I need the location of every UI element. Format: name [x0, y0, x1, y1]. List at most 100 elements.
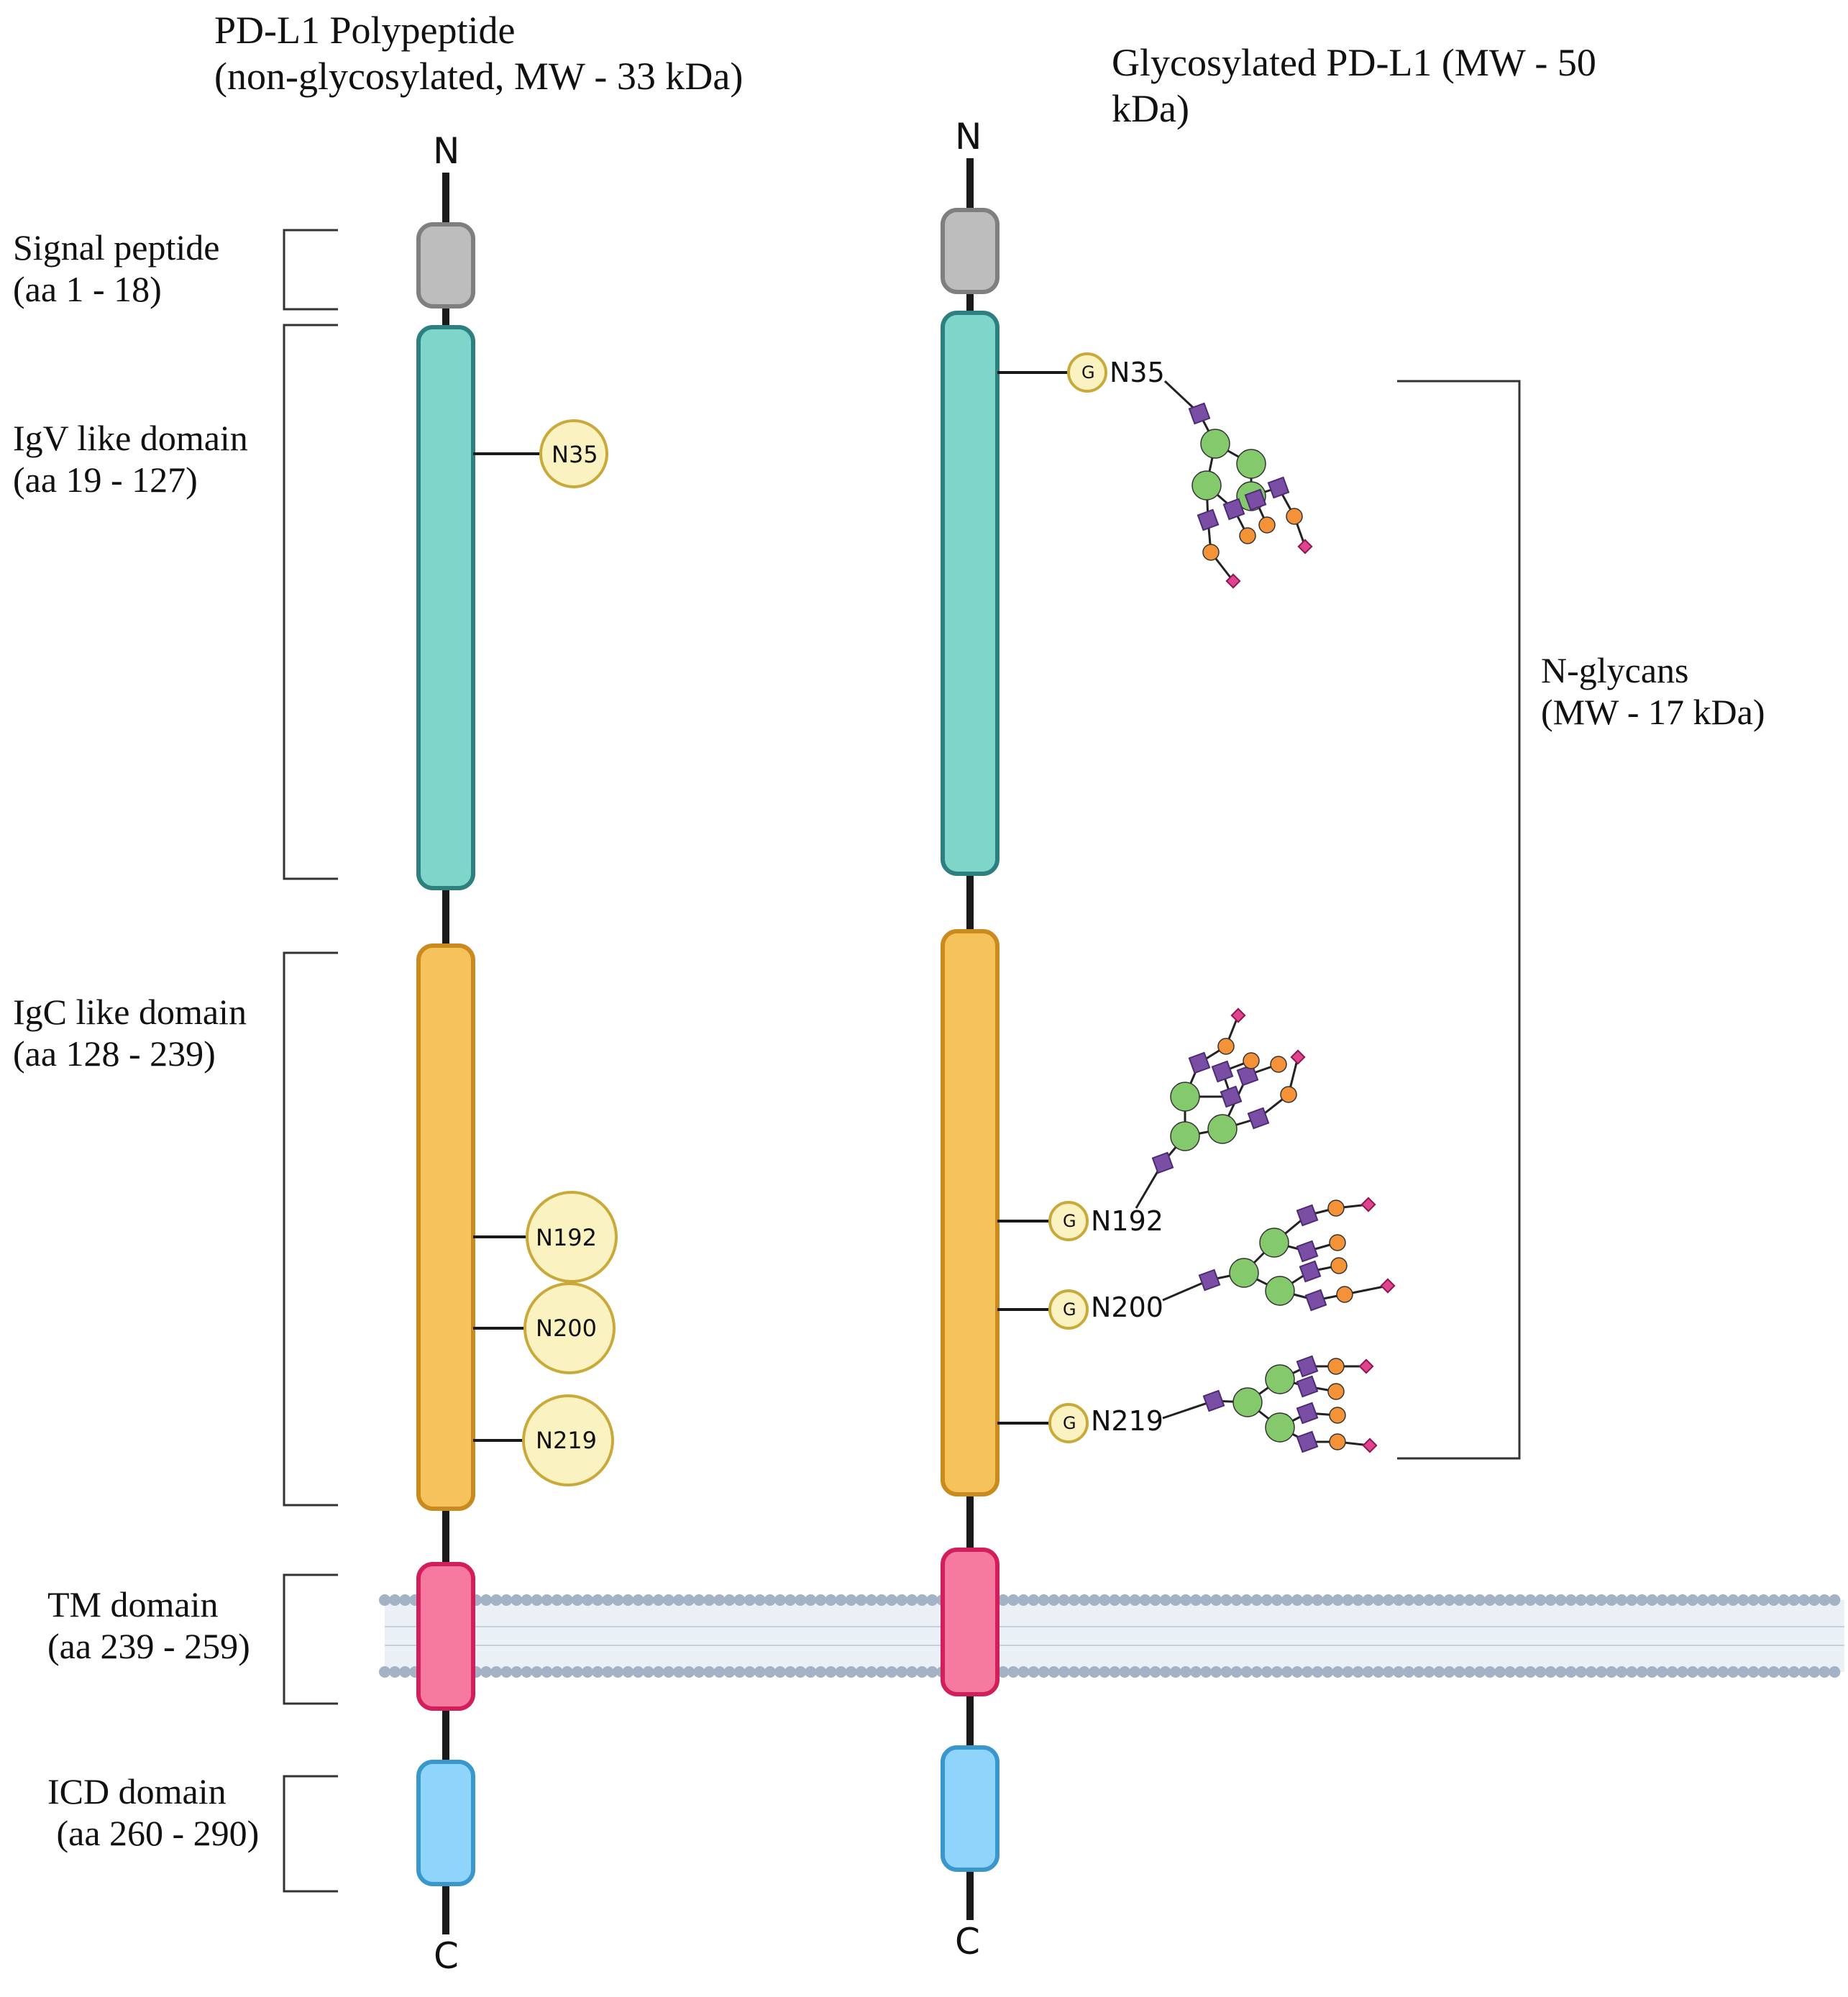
glycan-n200-glcnac — [1304, 1289, 1327, 1312]
glycan-n192-glcnac — [1220, 1085, 1243, 1108]
bracket-n-glycans — [1397, 380, 1521, 1460]
glycan-n192-glcnac — [1188, 1051, 1211, 1074]
site-badge-n192: N192 — [536, 1224, 598, 1251]
glycan-n200-sialic-acid — [1380, 1278, 1396, 1294]
label-igv-domain: IgV like domain (aa 19 - 127) — [13, 418, 248, 500]
g-badge-n192: G — [1063, 1211, 1076, 1231]
n-terminus-left: N — [433, 130, 460, 172]
glycan-n192-sialic-acid — [1290, 1049, 1306, 1065]
igc-domain-box-left — [416, 943, 475, 1511]
glycan-n192-mannose — [1170, 1121, 1200, 1151]
signal-peptide-box-left — [416, 222, 475, 309]
g-circle-n192 — [1048, 1201, 1089, 1241]
g-badge-n219: G — [1063, 1413, 1076, 1433]
site-badge-n35: N35 — [552, 441, 598, 468]
g-circle-n200 — [1048, 1289, 1089, 1330]
domain-brackets — [283, 229, 1521, 1893]
glycan-n35-galactose — [1202, 544, 1220, 561]
n-terminus-right: N — [955, 116, 982, 157]
glycan-n192-glcnac — [1211, 1060, 1234, 1083]
tm-domain-box-right — [941, 1548, 1000, 1696]
glycan-n192-mannose — [1207, 1114, 1238, 1144]
g-circle-n35 — [1067, 352, 1107, 393]
g-circle-n219 — [1048, 1403, 1089, 1443]
glycan-n35-glcnac — [1222, 498, 1245, 521]
igv-domain-box-right — [941, 311, 1000, 876]
glycan-n200-mannose — [1259, 1228, 1289, 1258]
glycan-n192-galactose — [1217, 1038, 1235, 1055]
glycan-n35-mannose — [1191, 470, 1222, 501]
glycan-n219-glcnac — [1296, 1375, 1319, 1398]
glycan-n200-glcnac — [1299, 1260, 1322, 1283]
glycan-n219-galactose — [1329, 1407, 1346, 1424]
glycan-n35-galactose — [1286, 508, 1303, 525]
glycan-n219-galactose — [1329, 1433, 1346, 1450]
site-circle-n192 — [526, 1191, 618, 1283]
site-label-n35: N35 — [1110, 357, 1165, 388]
site-circle-n35 — [539, 419, 608, 488]
glycan-n200-galactose — [1330, 1257, 1348, 1274]
glycan-n192-galactose — [1270, 1056, 1287, 1073]
tm-domain-box-left — [416, 1562, 475, 1711]
glycan-n35-glcnac — [1188, 402, 1211, 425]
glycan-n200-sialic-acid — [1360, 1197, 1376, 1212]
bracket-igv-domain — [283, 324, 338, 880]
g-badge-n200: G — [1063, 1299, 1076, 1320]
glycan-n35-sialic-acid — [1225, 573, 1241, 589]
glycan-n35-galactose — [1239, 527, 1256, 544]
site-circle-n200 — [523, 1282, 616, 1374]
glycan-trees — [1135, 380, 1396, 1453]
label-n-glycans: N-glycans (MW - 17 kDa) — [1541, 650, 1765, 732]
glycan-n192-glcnac — [1236, 1064, 1259, 1087]
glycan-n219-galactose — [1327, 1383, 1345, 1400]
membrane-core — [385, 1600, 1844, 1672]
glycan-n192-galactose — [1280, 1086, 1297, 1103]
glycan-n219-linker — [1162, 1399, 1215, 1420]
glycan-n35-mannose — [1236, 449, 1266, 479]
glycan-n219-mannose — [1265, 1364, 1295, 1394]
bracket-icd-domain — [283, 1775, 338, 1893]
site-badge-n200: N200 — [536, 1315, 598, 1342]
glycan-n35-glcnac — [1267, 476, 1290, 499]
glycan-n35-sialic-acid — [1297, 539, 1313, 554]
glycan-n35-mannose — [1200, 429, 1230, 459]
glycan-n192-galactose — [1243, 1052, 1260, 1069]
bracket-tm-domain — [283, 1573, 338, 1705]
glycan-n200-glcnac — [1296, 1204, 1319, 1227]
glycan-n219-glcnac — [1296, 1430, 1319, 1453]
c-terminus-left: C — [434, 1935, 459, 1977]
icd-domain-box-left — [416, 1760, 475, 1886]
glycan-n200-mannose — [1229, 1258, 1259, 1288]
site-badge-n219: N219 — [536, 1427, 598, 1454]
glycan-n35-glcnac — [1197, 508, 1220, 531]
glycosylated-protein — [941, 158, 1107, 1920]
label-signal-peptide: Signal peptide (aa 1 - 18) — [13, 227, 220, 309]
site-label-n219: N219 — [1091, 1405, 1163, 1437]
icd-domain-box-right — [941, 1745, 1000, 1872]
glycan-n35-glcnac — [1244, 488, 1267, 511]
igc-domain-box-right — [941, 929, 1000, 1496]
glycan-n200-galactose — [1329, 1234, 1346, 1251]
g-badge-n35: G — [1081, 362, 1095, 383]
glycan-n219-mannose — [1232, 1387, 1263, 1417]
glycan-n219-glcnac — [1296, 1355, 1319, 1378]
label-igc-domain: IgC like domain (aa 128 - 239) — [13, 992, 247, 1074]
igv-domain-box-left — [416, 325, 475, 890]
glycan-n192-mannose — [1170, 1082, 1200, 1112]
glycan-n219-glcnac — [1202, 1389, 1225, 1412]
glycan-n200-galactose — [1336, 1286, 1353, 1303]
glycan-n35-galactose — [1258, 516, 1276, 534]
glycan-n192-glcnac — [1247, 1107, 1270, 1130]
bracket-igc-domain — [283, 951, 338, 1507]
site-circle-n219 — [522, 1394, 614, 1486]
title-non-glycosylated: PD-L1 Polypeptide (non-glycosylated, MW … — [214, 9, 744, 98]
glycan-n200-galactose — [1327, 1199, 1345, 1217]
glycan-n219-sialic-acid — [1362, 1438, 1378, 1453]
c-terminus-right: C — [955, 1921, 980, 1962]
glycan-n192-sialic-acid — [1230, 1007, 1246, 1023]
glycan-n219-glcnac — [1296, 1402, 1319, 1425]
label-icd-domain: ICD domain (aa 260 - 290) — [47, 1771, 260, 1853]
glycan-n200-glcnac — [1198, 1269, 1221, 1292]
